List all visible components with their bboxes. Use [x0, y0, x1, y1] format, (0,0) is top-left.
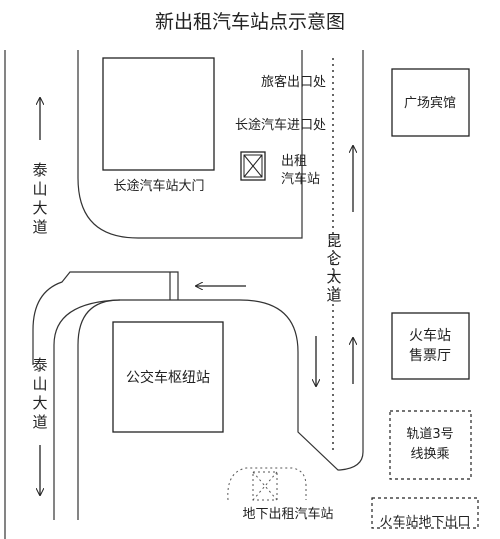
- bus-hub-label: 公交车枢纽站: [126, 369, 210, 386]
- road-label-kunlun: 大: [326, 268, 341, 286]
- long-distance-station-building: [102, 57, 215, 171]
- plaza-hotel-label: 广场宾馆: [404, 95, 456, 111]
- train-exit-label: 火车站地下出口: [379, 514, 470, 530]
- rail3-label: 轨道3号: [406, 427, 453, 442]
- ticket-hall-label: 火车站: [409, 327, 451, 344]
- taxi-stand-label: 汽车站: [281, 171, 320, 187]
- taxi-stand-label: 出租: [281, 154, 307, 169]
- bus-entrance-label: 长途汽车进口处: [235, 117, 326, 133]
- map-title: 新出租汽车站点示意图: [155, 11, 345, 33]
- ticket-hall-building: [391, 312, 470, 380]
- bus-hub-building: [112, 321, 224, 433]
- ticket-hall-label: 售票厅: [409, 348, 451, 364]
- underground-taxi-label: 地下出租汽车站: [242, 506, 333, 522]
- taxi-stand-icon: [240, 151, 266, 181]
- road-label-taishan-lower: 大: [32, 394, 47, 412]
- underground-taxi-stand-icon: [227, 467, 307, 501]
- road-label-taishan-lower: 泰: [32, 356, 47, 374]
- rail3-label: 线换乘: [410, 447, 449, 462]
- road-label-kunlun: 昆: [326, 232, 341, 250]
- long-distance-gate-label: 长途汽车站大门: [113, 178, 204, 194]
- road-label-taishan-upper: 山: [32, 180, 47, 198]
- road-label-taishan-lower: 山: [32, 375, 47, 393]
- rail-line-3-transfer: [389, 410, 472, 480]
- road-label-taishan-upper: 泰: [32, 161, 47, 179]
- road-edges: [4, 50, 364, 539]
- plaza-hotel-building: [391, 68, 470, 137]
- road-label-kunlun: 道: [326, 286, 341, 304]
- passenger-exit-label: 旅客出口处: [261, 74, 326, 90]
- road-label-taishan-lower: 道: [32, 413, 47, 431]
- train-station-underground-exit: [371, 497, 479, 529]
- road-label-taishan-upper: 大: [32, 199, 47, 217]
- road-label-taishan-upper: 道: [32, 218, 47, 236]
- road-label-kunlun: 仑: [326, 250, 341, 268]
